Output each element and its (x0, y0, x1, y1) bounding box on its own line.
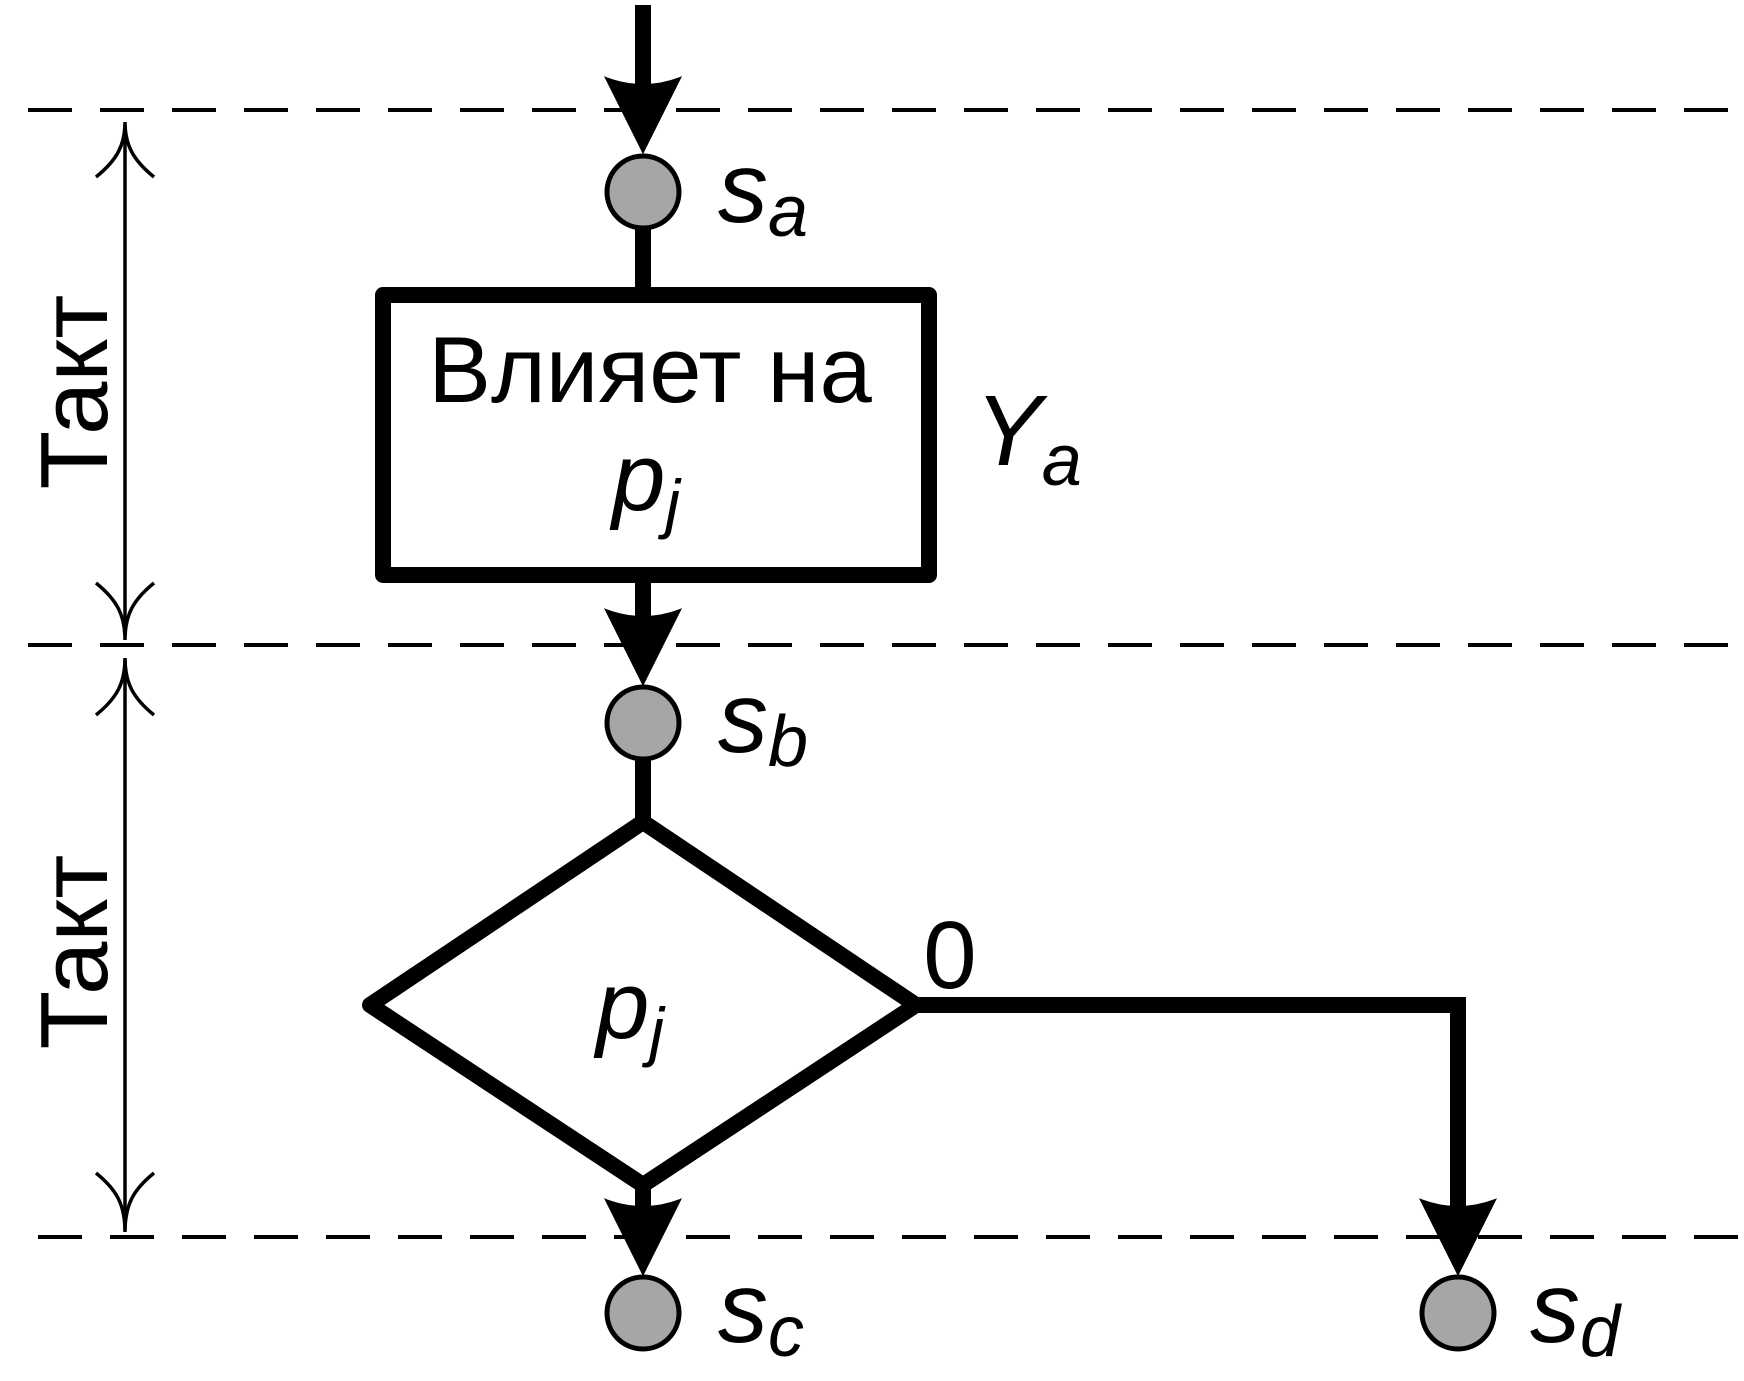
false-branch-line (916, 997, 1466, 1212)
arrowhead-to-sa (603, 76, 683, 155)
state-node-b (604, 684, 682, 762)
output-label: Ya (975, 375, 1082, 501)
cycle-dimension-1 (94, 121, 156, 641)
cycle-label-1: Такт (21, 295, 128, 490)
cycle-label-2: Такт (21, 855, 128, 1050)
output-label-sub: a (1042, 421, 1082, 501)
operator-box-variable-main: p (609, 424, 665, 531)
condition-variable: pj (593, 952, 666, 1068)
condition-variable-main: p (593, 952, 649, 1059)
state-label-a: sa (718, 132, 808, 252)
state-label-b: sb (718, 662, 808, 782)
arrowhead-to-sc (603, 1198, 683, 1277)
state-node-a (604, 153, 682, 231)
timing-lines (28, 108, 1744, 1239)
arrowhead-to-sb (603, 608, 683, 687)
state-label-d: sd (1530, 1252, 1622, 1372)
state-nodes (604, 153, 1497, 1352)
output-label-main: Y (975, 375, 1048, 487)
arrowhead-to-sd (1418, 1198, 1498, 1277)
state-node-d (1419, 1274, 1497, 1352)
operator-box-line1: Влияет на (428, 317, 872, 422)
operator-box (375, 287, 937, 583)
operator-box-variable: pj (609, 424, 682, 540)
state-label-c: sc (718, 1252, 804, 1372)
arrowheads (603, 76, 1498, 1277)
state-node-c (604, 1274, 682, 1352)
false-branch-label: 0 (923, 902, 976, 1009)
cycle-dimension-2 (94, 657, 156, 1233)
condition-diamond (362, 814, 924, 1193)
